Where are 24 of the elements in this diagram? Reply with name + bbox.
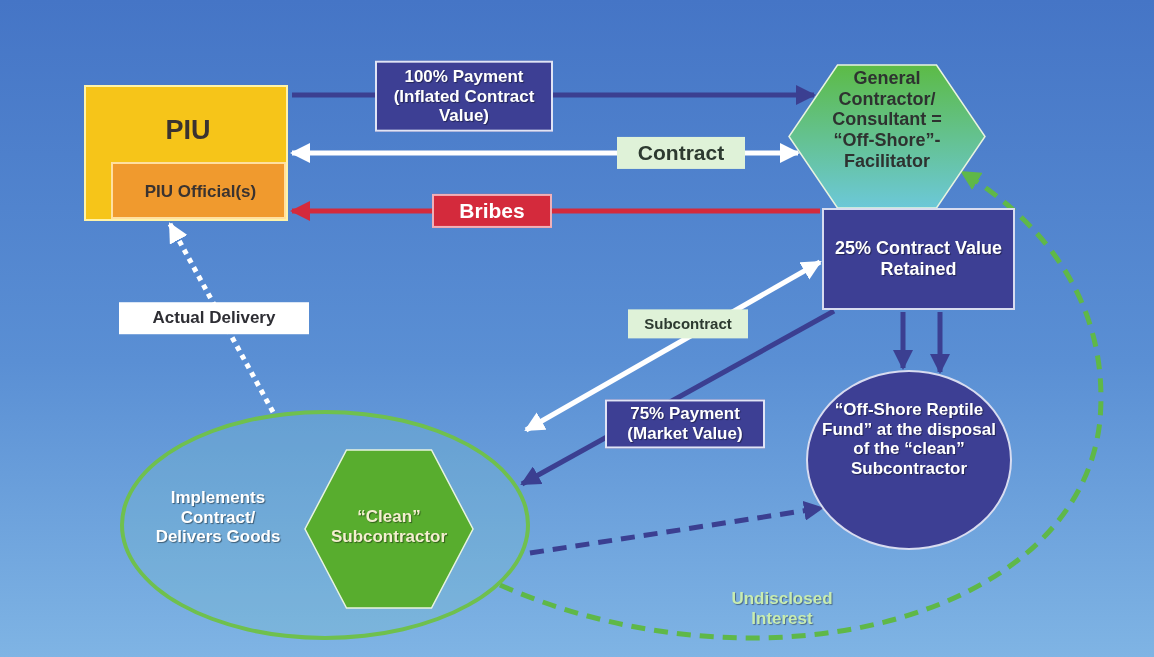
- edge-label: Contract: [617, 136, 745, 170]
- node-label: PIU Official(s): [143, 182, 258, 202]
- edge-label: 75% Payment (Market Value): [605, 399, 765, 449]
- node-label: “Off-Shore Reptile Fund” at the disposal of the “clean” Subcontractor: [821, 400, 997, 479]
- arrow: [893, 312, 913, 370]
- node-label: 25% Contract Value Retained: [833, 238, 1004, 280]
- edge-label: Undisclosed Interest: [730, 589, 834, 629]
- official-box: [111, 162, 286, 219]
- arrow: [167, 222, 276, 414]
- subcontractor-hexagon: [304, 449, 474, 609]
- arrow: [930, 312, 950, 374]
- edge-label: Actual Delivery: [119, 302, 309, 334]
- arrow: [529, 500, 824, 556]
- node-label: Implements Contract/ Delivers Goods: [154, 488, 282, 547]
- edge-label: 100% Payment (Inflated Contract Value): [375, 60, 553, 132]
- contractor-hexagon: [788, 64, 986, 209]
- node-label: General Contractor/ Consultant = “Off-Shore”- Facilitator: [831, 68, 943, 172]
- edge-label: Subcontract: [628, 309, 748, 339]
- node-label: PIU: [164, 115, 212, 147]
- edge-label: Bribes: [432, 193, 552, 229]
- node-label: “Clean” Subcontractor: [329, 507, 449, 547]
- arrow: [499, 169, 1104, 641]
- retained-value-box: [822, 208, 1015, 310]
- unit-box: [84, 85, 288, 221]
